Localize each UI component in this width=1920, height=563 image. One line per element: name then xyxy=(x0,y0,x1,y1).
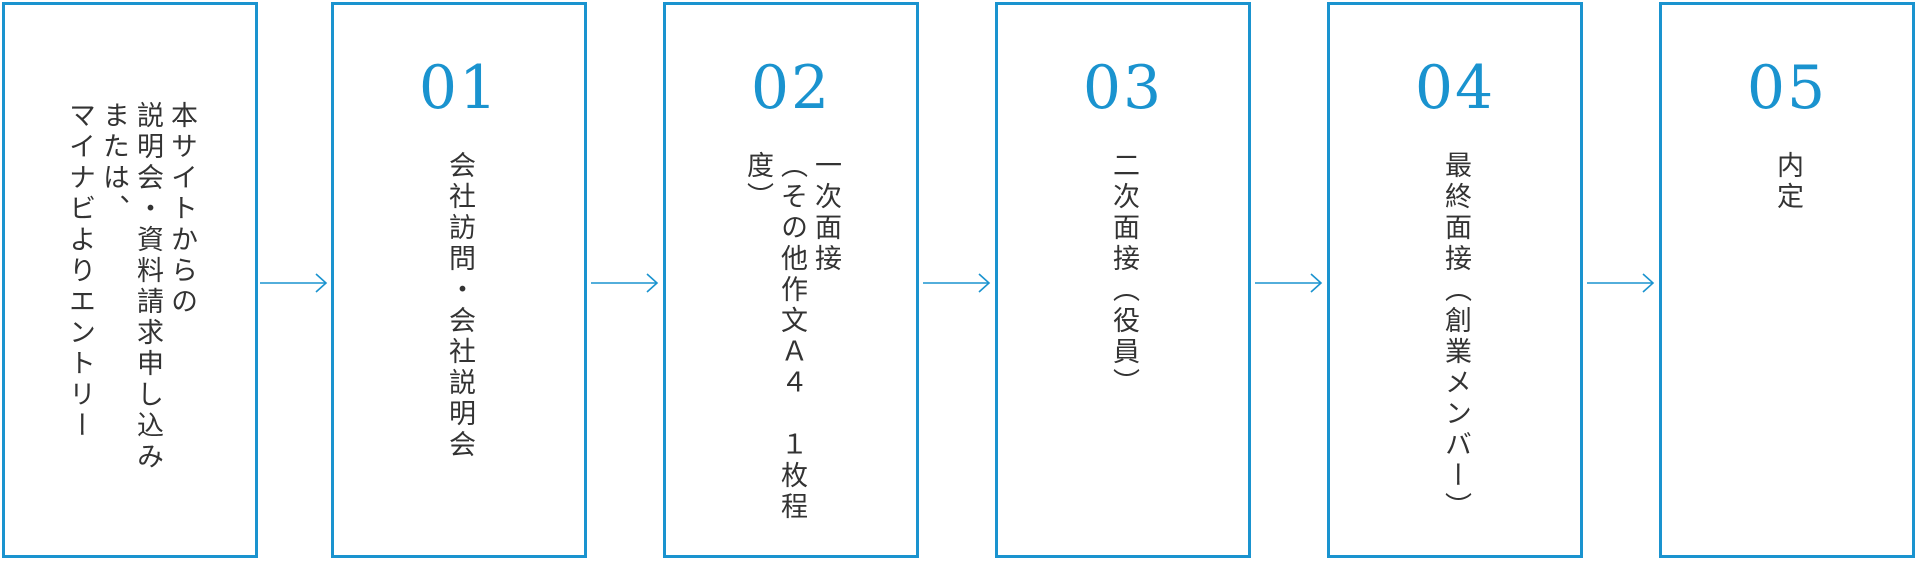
step-02-box: 02 一次面接 （その他作文Ａ４ １枚程度） xyxy=(663,2,919,558)
step-05-label: 内定 xyxy=(1772,151,1803,213)
arrow-right-icon xyxy=(1587,271,1655,295)
step-05-number: 05 xyxy=(1746,53,1828,123)
arrow-right-icon xyxy=(260,271,328,295)
step-02-number: 02 xyxy=(750,53,832,123)
step-entry-box: 本サイトからの 説明会・資料請求申し込み または、 マイナビよりエントリー xyxy=(2,2,258,558)
step-03-number: 03 xyxy=(1082,53,1164,123)
step-02-label: 一次面接 （その他作文Ａ４ １枚程度） xyxy=(742,151,841,523)
arrow-right-icon xyxy=(923,271,991,295)
step-04-label: 最終面接（創業メンバー） xyxy=(1440,151,1471,523)
step-entry-label: 本サイトからの 説明会・資料請求申し込み または、 マイナビよりエントリー xyxy=(64,101,197,473)
step-03-label: 二次面接（役員） xyxy=(1108,151,1139,399)
step-04-number: 04 xyxy=(1414,53,1496,123)
step-01-box: 01 会社訪問・会社説明会 xyxy=(331,2,587,558)
step-01-number: 01 xyxy=(418,53,500,123)
arrow-right-icon xyxy=(591,271,659,295)
step-01-label: 会社訪問・会社説明会 xyxy=(444,151,475,461)
step-05-box: 05 内定 xyxy=(1659,2,1915,558)
arrow-right-icon xyxy=(1255,271,1323,295)
step-03-box: 03 二次面接（役員） xyxy=(995,2,1251,558)
step-04-box: 04 最終面接（創業メンバー） xyxy=(1327,2,1583,558)
